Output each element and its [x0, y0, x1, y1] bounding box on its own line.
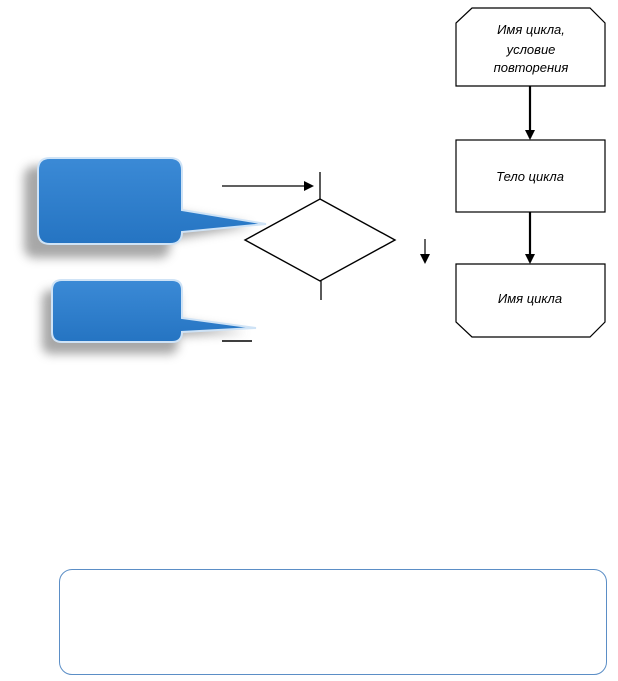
loop-start-block: Имя цикла, условие повторения	[455, 7, 606, 87]
decision-diamond	[243, 198, 397, 282]
loop-start-label-line1: Имя цикла,	[497, 22, 565, 37]
loop-end-block: Имя цикла	[455, 263, 606, 338]
callout-small-bubble	[51, 279, 257, 343]
loop-body-shape	[455, 139, 606, 213]
callout-large-bubble	[37, 157, 267, 245]
empty-note-box	[59, 569, 607, 675]
loop-end-label: Имя цикла	[498, 291, 562, 306]
loop-start-shape	[455, 7, 606, 87]
loop-end-shape	[455, 263, 606, 338]
callout-small	[42, 279, 257, 354]
callout-large	[24, 157, 267, 258]
loop-body-label: Тело цикла	[496, 169, 564, 184]
loop-start-label-line3: повторения	[494, 60, 569, 75]
loop-start-label-line2: условие	[506, 42, 556, 57]
loop-body-block: Тело цикла	[455, 139, 606, 213]
